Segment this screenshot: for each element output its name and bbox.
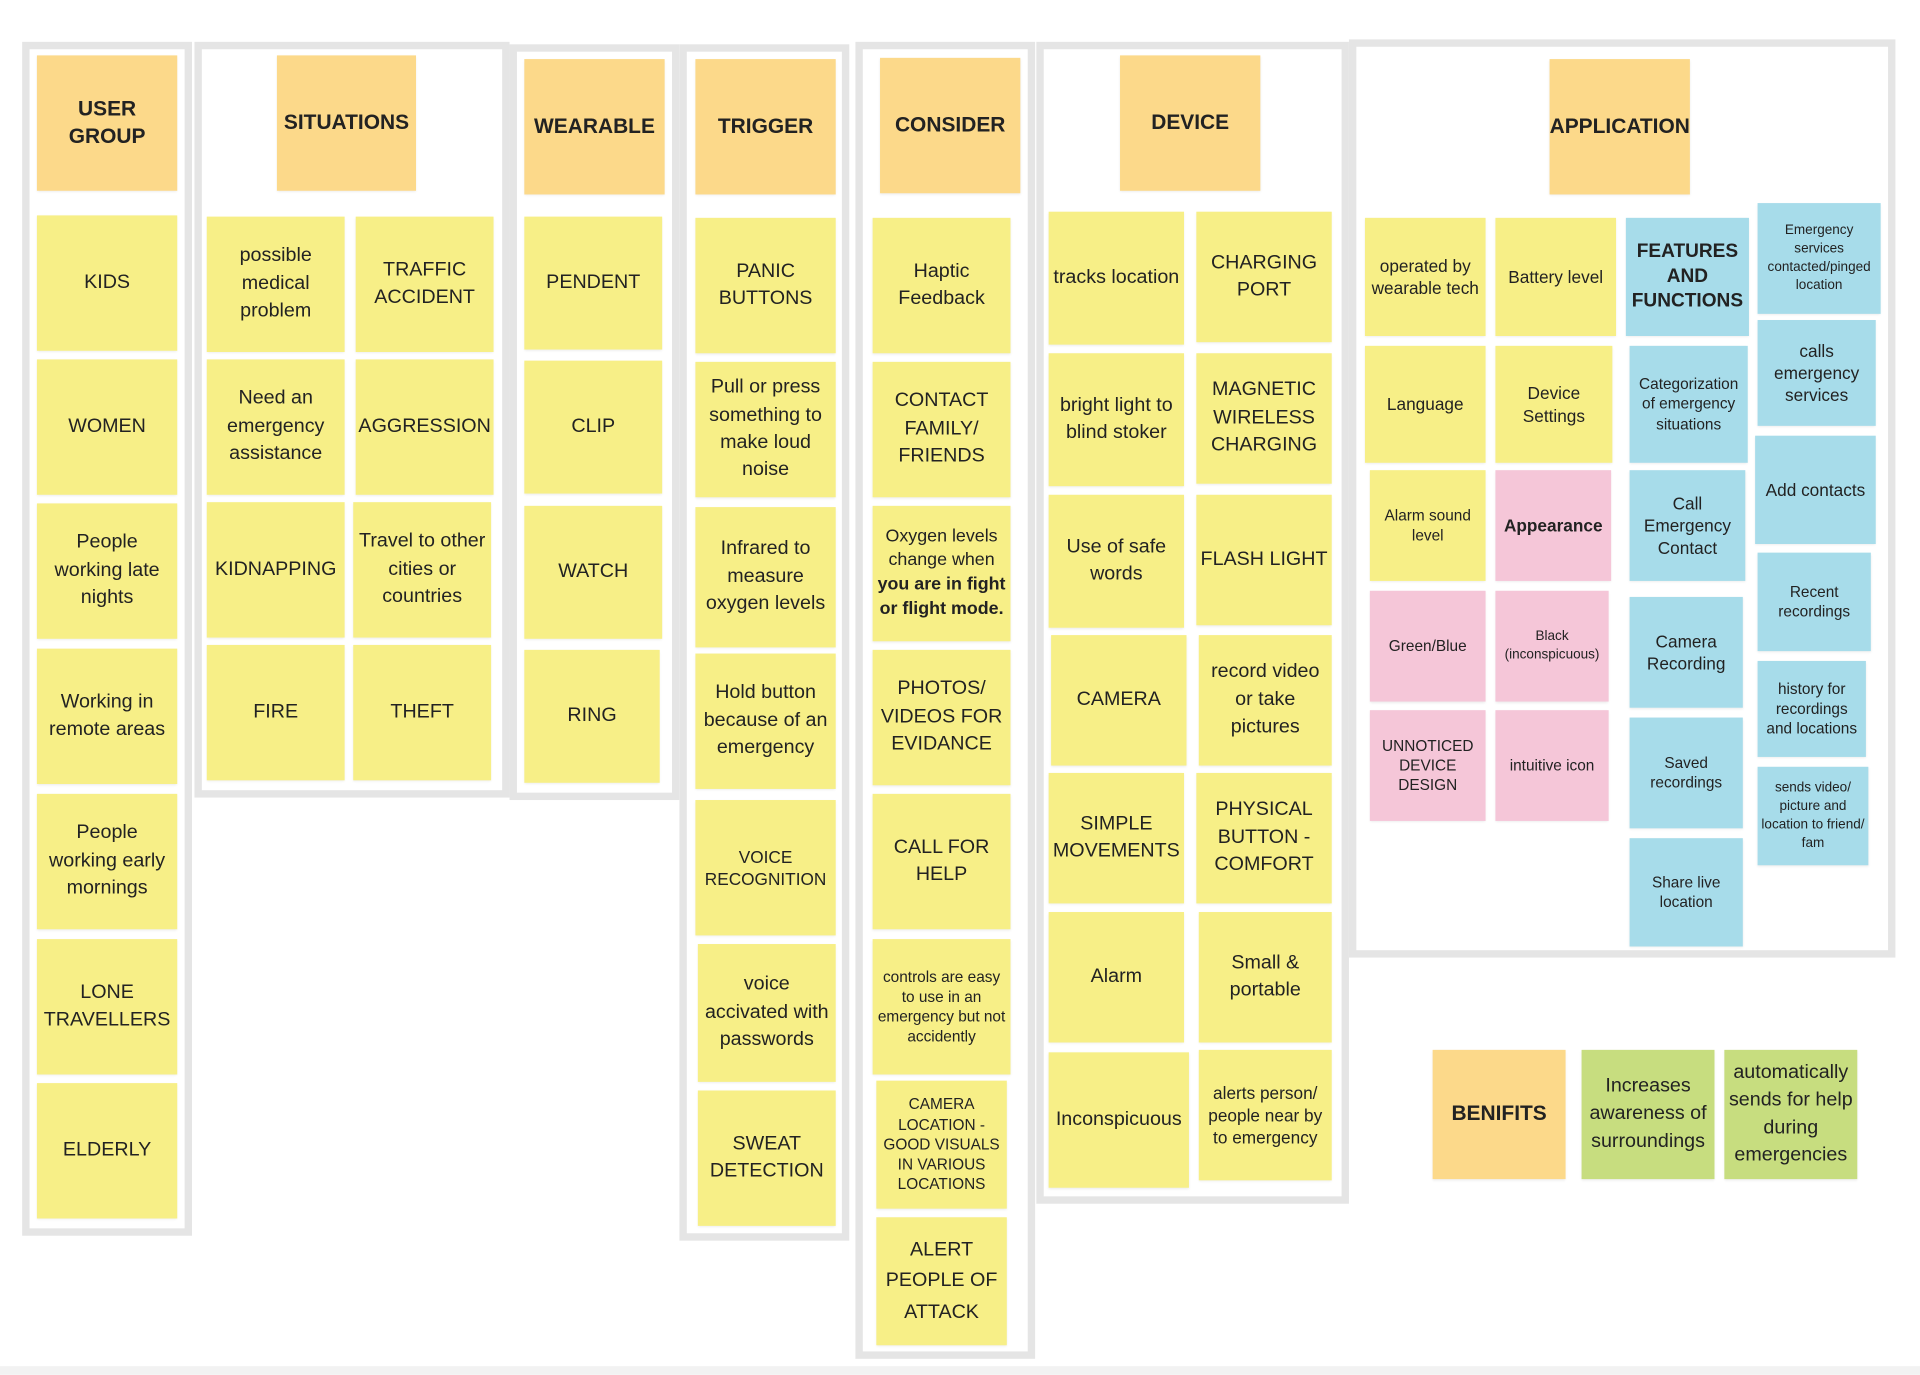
note-black-inconspicuous[interactable]: Black (inconspicuous)	[1495, 590, 1609, 702]
note-voice-recognition[interactable]: VOICE RECOGNITION	[695, 800, 836, 936]
note-emergency-assistance[interactable]: Need an emergency assistance	[206, 359, 345, 495]
note-inconspicuous[interactable]: Inconspicuous	[1048, 1052, 1189, 1188]
note-language[interactable]: Language	[1364, 345, 1486, 463]
note-simple-movements[interactable]: SIMPLE MOVEMENTS	[1048, 772, 1185, 904]
note-hold-button[interactable]: Hold button because of an emergency	[695, 653, 836, 789]
note-flash-light[interactable]: FLASH LIGHT	[1196, 494, 1332, 626]
note-emergency-services-pinged[interactable]: Emergency services contacted/pinged loca…	[1757, 203, 1881, 314]
note-ring[interactable]: RING	[524, 649, 660, 783]
note-voice-passwords[interactable]: voice accivated with passwords	[697, 944, 836, 1082]
note-clip[interactable]: CLIP	[524, 360, 663, 494]
note-alarm[interactable]: Alarm	[1048, 912, 1185, 1043]
note-camera-location[interactable]: CAMERA LOCATION - GOOD VISUALS IN VARIOU…	[876, 1080, 1007, 1209]
note-contact-family[interactable]: CONTACT FAMILY/ FRIENDS	[872, 361, 1011, 498]
note-kidnapping[interactable]: KIDNAPPING	[206, 502, 345, 638]
note-operated-by-wearable[interactable]: operated by wearable tech	[1364, 217, 1486, 337]
header-benefits[interactable]: BENIFITS	[1432, 1049, 1566, 1180]
note-unnoticed-design[interactable]: UNNOTICED DEVICE DESIGN	[1369, 710, 1486, 821]
note-medical-problem[interactable]: possible medical problem	[206, 216, 345, 353]
note-travel[interactable]: Travel to other cities or countries	[353, 502, 492, 638]
note-loud-noise[interactable]: Pull or press something to make loud noi…	[695, 361, 836, 498]
note-elderly[interactable]: ELDERLY	[36, 1083, 178, 1219]
note-panic-buttons[interactable]: PANIC BUTTONS	[695, 217, 836, 354]
note-safe-words[interactable]: Use of safe words	[1048, 494, 1185, 628]
note-oxygen-levels-line1: Oxygen levels change when	[885, 526, 998, 571]
note-increases-awareness[interactable]: Increases awareness of surroundings	[1581, 1049, 1715, 1180]
header-trigger[interactable]: TRIGGER	[695, 59, 836, 195]
note-appearance[interactable]: Appearance	[1495, 470, 1612, 581]
note-auto-sends-help[interactable]: automatically sends for help during emer…	[1724, 1049, 1858, 1180]
note-camera-recording[interactable]: Camera Recording	[1629, 596, 1743, 708]
note-device-settings[interactable]: Device Settings	[1495, 345, 1613, 463]
note-tracks-location[interactable]: tracks location	[1048, 211, 1185, 345]
note-pendent[interactable]: PENDENT	[524, 216, 663, 350]
note-traffic-accident[interactable]: TRAFFIC ACCIDENT	[355, 216, 494, 353]
note-alert-people[interactable]: ALERT PEOPLE OF ATTACK	[876, 1217, 1007, 1346]
note-early-mornings[interactable]: People working early mornings	[36, 793, 178, 930]
note-infrared[interactable]: Infrared to measure oxygen levels	[695, 507, 836, 648]
note-theft[interactable]: THEFT	[353, 644, 492, 781]
note-charging-port[interactable]: CHARGING PORT	[1196, 211, 1332, 343]
note-lone-travellers[interactable]: LONE TRAVELLERS	[36, 939, 178, 1075]
note-recent-recordings[interactable]: Recent recordings	[1757, 552, 1871, 652]
note-features-functions[interactable]: FEATURES AND FUNCTIONS	[1625, 217, 1749, 337]
note-share-live-location[interactable]: Share live location	[1629, 838, 1743, 947]
note-magnetic-charging[interactable]: MAGNETIC WIRELESS CHARGING	[1196, 353, 1332, 484]
header-device[interactable]: DEVICE	[1120, 55, 1261, 191]
note-physical-button[interactable]: PHYSICAL BUTTON - COMFORT	[1196, 772, 1332, 904]
note-kids[interactable]: KIDS	[36, 215, 178, 351]
note-saved-recordings[interactable]: Saved recordings	[1629, 717, 1743, 829]
note-aggression[interactable]: AGGRESSION	[355, 359, 494, 495]
note-fire[interactable]: FIRE	[206, 644, 345, 781]
note-late-nights[interactable]: People working late nights	[36, 503, 178, 639]
note-oxygen-levels[interactable]: Oxygen levels change when you are in fig…	[872, 505, 1011, 642]
note-green-blue[interactable]: Green/Blue	[1369, 590, 1486, 702]
note-remote-areas[interactable]: Working in remote areas	[36, 648, 178, 785]
note-record-video[interactable]: record video or take pictures	[1198, 635, 1332, 766]
note-watch[interactable]: WATCH	[524, 505, 663, 639]
note-haptic-feedback[interactable]: Haptic Feedback	[872, 217, 1011, 354]
header-application[interactable]: APPLICATION	[1549, 59, 1690, 195]
note-calls-emergency[interactable]: calls emergency services	[1757, 320, 1876, 426]
note-camera[interactable]: CAMERA	[1051, 635, 1187, 766]
note-history-recordings[interactable]: history for recordings and locations	[1757, 660, 1866, 757]
note-battery-level[interactable]: Battery level	[1495, 217, 1617, 337]
note-small-portable[interactable]: Small & portable	[1198, 912, 1332, 1043]
note-sweat-detection[interactable]: SWEAT DETECTION	[697, 1090, 836, 1226]
header-consider[interactable]: CONSIDER	[880, 57, 1021, 194]
note-easy-controls[interactable]: controls are easy to use in an emergency…	[872, 939, 1011, 1075]
note-categorization[interactable]: Categorization of emergency situations	[1629, 345, 1748, 463]
note-women[interactable]: WOMEN	[36, 359, 178, 495]
header-user-group[interactable]: USER GROUP	[36, 55, 178, 191]
note-photos-videos[interactable]: PHOTOS/ VIDEOS FOR EVIDANCE	[872, 649, 1011, 786]
note-oxygen-levels-line2: you are in fight or flight mode.	[877, 574, 1006, 619]
note-call-emergency-contact[interactable]: Call Emergency Contact	[1629, 470, 1746, 581]
note-alerts-people[interactable]: alerts person/ people near by to emergen…	[1198, 1049, 1332, 1181]
header-situations[interactable]: SITUATIONS	[276, 55, 417, 191]
note-intuitive-icon[interactable]: intuitive icon	[1495, 710, 1609, 821]
note-bright-light[interactable]: bright light to blind stoker	[1048, 353, 1185, 487]
note-alarm-sound-level[interactable]: Alarm sound level	[1369, 470, 1486, 581]
note-add-contacts[interactable]: Add contacts	[1755, 435, 1876, 545]
note-sends-video[interactable]: sends video/ picture and location to fri…	[1757, 766, 1869, 866]
board-bottom-strip	[0, 1366, 1920, 1375]
note-call-for-help[interactable]: CALL FOR HELP	[872, 793, 1011, 930]
header-wearable[interactable]: WEARABLE	[524, 59, 665, 195]
